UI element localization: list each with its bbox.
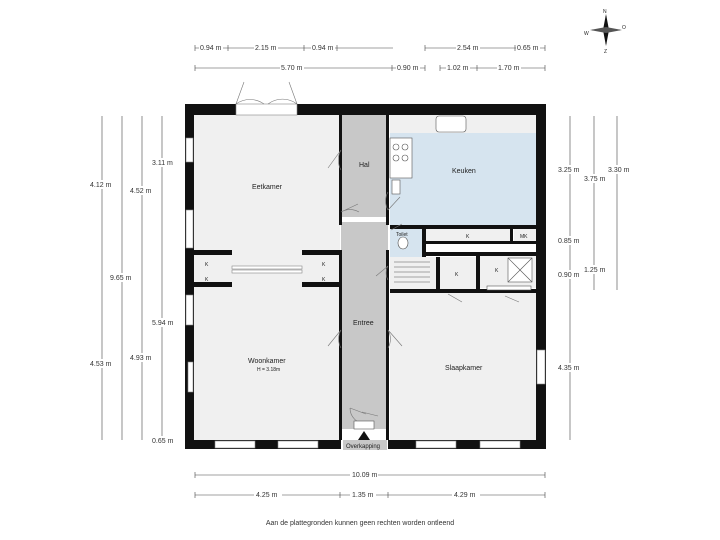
label-k-2: K (205, 277, 209, 283)
label-k-6: K (455, 272, 459, 278)
label-keuken: Keuken (452, 168, 476, 175)
dim-bottom-c3: 4.29 m (454, 492, 476, 499)
label-k-4: K (322, 277, 326, 283)
label-woonkamer: Woonkamer (248, 358, 286, 365)
label-mk: MK (520, 234, 528, 240)
dim-top-b2: 0.90 m (397, 65, 419, 72)
disclaimer-footer: Aan de plattegronden kunnen geen rechten… (265, 520, 455, 527)
windows (185, 103, 546, 449)
dimensions-bottom: 10.09 m 4.25 m 1.35 m 4.29 m (194, 470, 546, 499)
label-eetkamer: Eetkamer (252, 184, 283, 191)
dim-left-l2: 4.52 m (130, 188, 152, 195)
dim-top-a5: 0.65 m (517, 45, 539, 52)
label-hal: Hal (359, 162, 370, 169)
dim-right-r7: 4.35 m (558, 365, 580, 372)
floor-fills (194, 115, 536, 440)
label-entree: Entree (353, 320, 374, 327)
dim-right-r3: 3.30 m (608, 167, 630, 174)
label-toilet: Toilet (396, 232, 408, 238)
door-swings (235, 81, 520, 425)
compass-east: O (622, 25, 626, 31)
compass-south: Z (604, 49, 607, 55)
dim-right-r2: 3.75 m (584, 176, 606, 183)
dimensions-right: 3.25 m 3.75 m 3.30 m 0.85 m 1.25 m 0.90 … (556, 116, 634, 440)
dim-top-b1: 5.70 m (281, 65, 303, 72)
dim-right-r4: 0.85 m (558, 238, 580, 245)
label-slaapkamer: Slaapkamer (445, 365, 483, 372)
dim-right-r5: 1.25 m (584, 267, 606, 274)
dim-right-r6: 0.90 m (558, 272, 580, 279)
dim-left-l1: 4.12 m (90, 182, 112, 189)
dim-bottom-total: 10.09 m (352, 472, 377, 479)
label-overkapping: Overkapping (346, 444, 380, 450)
dim-top-b3: 1.02 m (447, 65, 469, 72)
room-labels: Eetkamer Hal Keuken Toilet Entree Woonka… (205, 162, 528, 450)
dimensions-top: 0.94 m 2.15 m 0.94 m 2.54 m 0.65 m 5.70 … (194, 44, 546, 72)
label-k-7: K (495, 268, 499, 274)
compass: N O Z W (584, 9, 626, 55)
label-k-5: K (466, 234, 470, 240)
label-k-3: K (322, 262, 326, 268)
dim-bottom-c1: 4.25 m (256, 492, 278, 499)
walls (185, 104, 546, 449)
dim-bottom-c2: 1.35 m (352, 492, 374, 499)
dim-left-l5: 5.94 m (152, 320, 174, 327)
dim-left-l3: 3.11 m (152, 160, 173, 167)
dim-left-l4: 9.65 m (110, 275, 132, 282)
dim-left-l7: 4.93 m (130, 355, 152, 362)
compass-north: N (603, 9, 607, 15)
dim-top-a3: 0.94 m (312, 45, 334, 52)
label-woonkamer-height: H = 3.18m (257, 367, 280, 373)
kitchen-fixtures (353, 115, 533, 440)
dim-right-r1: 3.25 m (558, 167, 580, 174)
compass-west: W (584, 31, 589, 37)
dim-top-a4: 2.54 m (457, 45, 479, 52)
dim-top-b4: 1.70 m (498, 65, 520, 72)
dim-top-a1: 0.94 m (200, 45, 222, 52)
dim-top-a2: 2.15 m (255, 45, 277, 52)
dimensions-left: 4.12 m 4.52 m 3.11 m 9.65 m 5.94 m 4.53 … (88, 116, 178, 445)
dim-left-l8: 0.65 m (152, 438, 174, 445)
dim-left-l6: 4.53 m (90, 361, 112, 368)
label-k-1: K (205, 262, 209, 268)
